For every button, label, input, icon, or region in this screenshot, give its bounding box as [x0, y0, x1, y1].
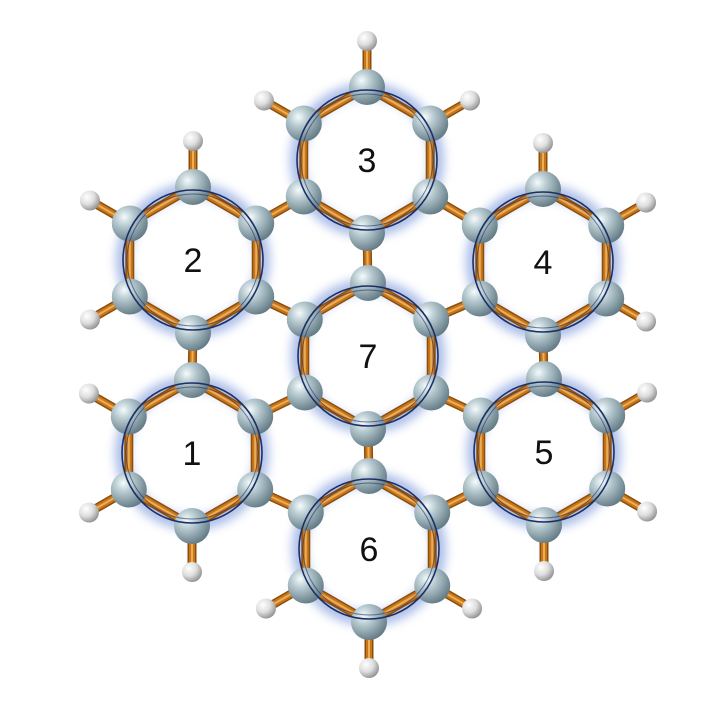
hydrogen-atom [78, 502, 99, 523]
hydrogen-atom [357, 31, 377, 51]
hydrogen-atom [182, 562, 202, 582]
aromatic-ring-circle [122, 189, 264, 331]
hydrogen-atom [636, 311, 657, 332]
carbon-atom [175, 315, 211, 351]
carbon-atom [175, 169, 211, 205]
carbon-atom [526, 507, 562, 543]
aromatic-ring-circle [473, 381, 615, 523]
hydrogen-atom [636, 192, 657, 213]
hydrogen-atom [637, 501, 658, 522]
carbon-atom [349, 69, 385, 105]
ring-label-1: 1 [183, 435, 202, 473]
aromatic-ring-circle-inner [126, 193, 260, 327]
hydrogen-atom [79, 190, 100, 211]
ring-label-4: 4 [534, 244, 553, 282]
aromatic-ring-circle [472, 191, 614, 333]
hydrogen-atom [534, 561, 554, 581]
aromatic-ring-circle-inner [302, 482, 436, 616]
ring-label-6: 6 [360, 531, 379, 569]
hydrogen-atom [255, 598, 276, 619]
aromatic-ring-circle [296, 89, 438, 231]
ring-label-5: 5 [535, 434, 554, 472]
carbon-atom [351, 604, 387, 640]
carbon-atom [350, 265, 386, 301]
aromatic-ring-circle-inner [476, 195, 610, 329]
hydrogen-atom [462, 598, 483, 619]
aromatic-ring-circle [297, 285, 439, 427]
hydrogen-atom [637, 382, 658, 403]
carbon-atom [525, 171, 561, 207]
aromatic-ring-circle [298, 478, 440, 620]
hydrogen-atom [359, 658, 379, 678]
carbon-atom [174, 508, 210, 544]
hydrogen-atom [533, 133, 553, 153]
hydrogen-atom [79, 309, 100, 330]
hydrogen-atom [253, 90, 274, 111]
ring-label-2: 2 [184, 242, 203, 280]
ring-label-7: 7 [359, 338, 378, 376]
aromatic-ring-circle-inner [301, 289, 435, 423]
carbon-atom [526, 361, 562, 397]
carbon-atom [351, 458, 387, 494]
aromatic-ring-circle-inner [477, 385, 611, 519]
hydrogen-atom [460, 90, 481, 111]
aromatic-ring-circle-inner [300, 93, 434, 227]
ring-label-3: 3 [358, 142, 377, 180]
carbon-atom [174, 362, 210, 398]
hydrogen-atom [78, 383, 99, 404]
hydrogen-atom [183, 131, 203, 151]
carbon-atom [349, 215, 385, 251]
aromatic-ring-circle [121, 382, 263, 524]
aromatic-ring-circle-inner [125, 386, 259, 520]
carbon-atom [350, 411, 386, 447]
carbon-atom [525, 317, 561, 353]
